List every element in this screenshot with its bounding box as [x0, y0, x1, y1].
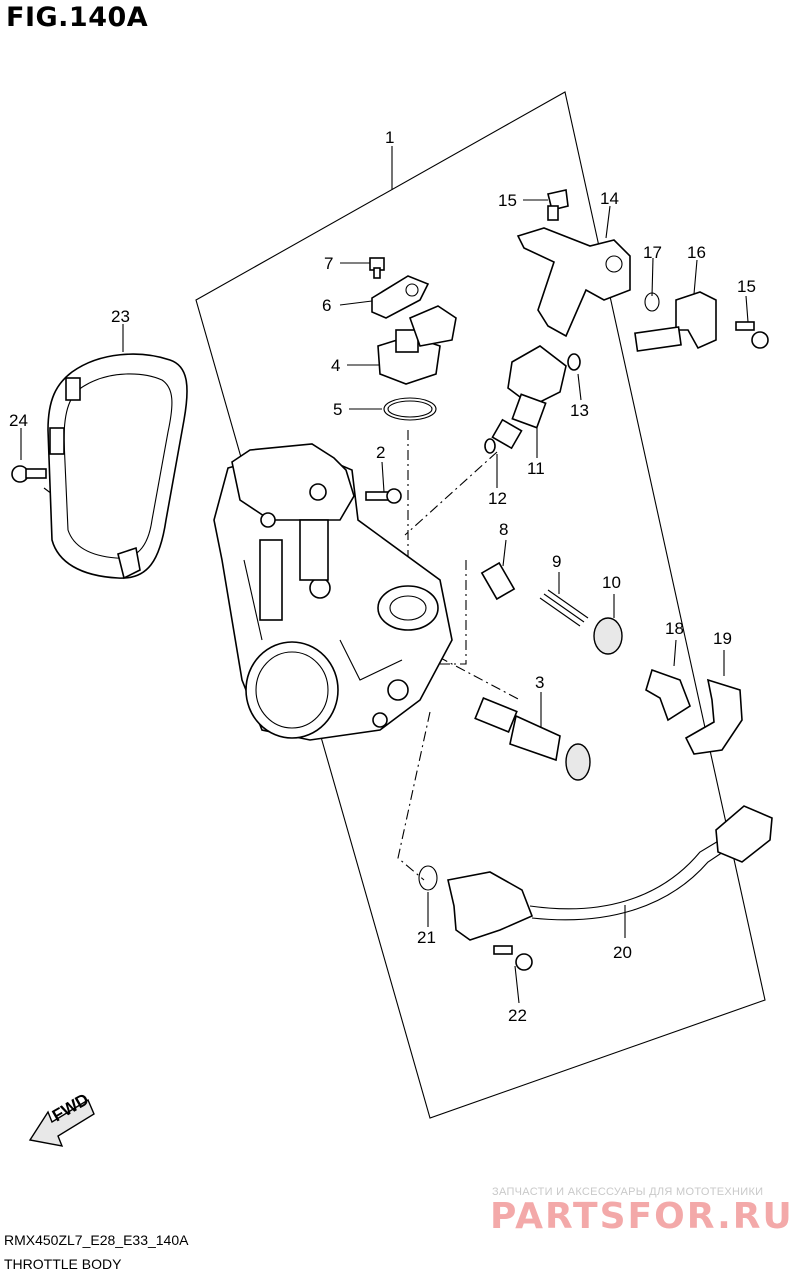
callout-12: 12: [488, 489, 507, 508]
throttle-body-part: [213, 443, 453, 741]
sensor-assembly-part: [369, 257, 457, 421]
valve-components-part: [480, 561, 743, 755]
callout-16: 16: [687, 243, 706, 262]
screw-24-part: [11, 465, 47, 483]
injector-assembly-part: [484, 189, 769, 454]
watermark-logo: PARTSFOR.RU: [490, 1196, 794, 1237]
callout-8: 8: [499, 520, 508, 539]
callout-6: 6: [322, 296, 331, 315]
callout-3: 3: [535, 673, 544, 692]
model-code: RMX450ZL7_E28_E33_140A: [4, 1232, 189, 1248]
callout-13: 13: [570, 401, 589, 420]
callout-2: 2: [376, 443, 385, 462]
callout-5: 5: [333, 400, 342, 419]
callout-17: 17: [643, 243, 662, 262]
callout-11: 11: [527, 459, 545, 478]
callout-19: 19: [713, 629, 732, 648]
assembly-boundary: [195, 91, 766, 1119]
callout-10: 10: [602, 573, 621, 592]
callout-15a: 15: [498, 191, 517, 210]
idle-adjuster-part: [474, 697, 591, 781]
watermark-subtitle: ЗАПЧАСТИ И АКСЕССУАРЫ ДЛЯ МОТОТЕХНИКИ: [492, 1186, 764, 1198]
screw-2-part: [365, 488, 402, 504]
callout-1: 1: [385, 128, 394, 147]
callout-24: 24: [9, 411, 28, 430]
callout-22: 22: [508, 1006, 527, 1025]
leader-lines: [20, 146, 749, 1004]
callout-9: 9: [552, 552, 561, 571]
callout-labels: 1 2 3 4 5 6 7 8 9 10 11 12 13 14 15 15 1…: [9, 128, 756, 1025]
callout-7: 7: [324, 254, 333, 273]
callout-20: 20: [613, 943, 632, 962]
sensor-harness-part: [418, 805, 773, 971]
callout-21: 21: [417, 928, 436, 947]
callout-14: 14: [600, 189, 619, 208]
callout-4: 4: [331, 356, 340, 375]
callout-15b: 15: [737, 277, 756, 296]
fwd-direction-badge: FWD: [28, 1090, 95, 1147]
callout-18: 18: [665, 619, 684, 638]
section-name: THROTTLE BODY: [4, 1256, 122, 1272]
throttle-cover-part: [47, 353, 188, 580]
callout-23: 23: [111, 307, 130, 326]
figure-title: FIG.140A: [6, 2, 149, 33]
